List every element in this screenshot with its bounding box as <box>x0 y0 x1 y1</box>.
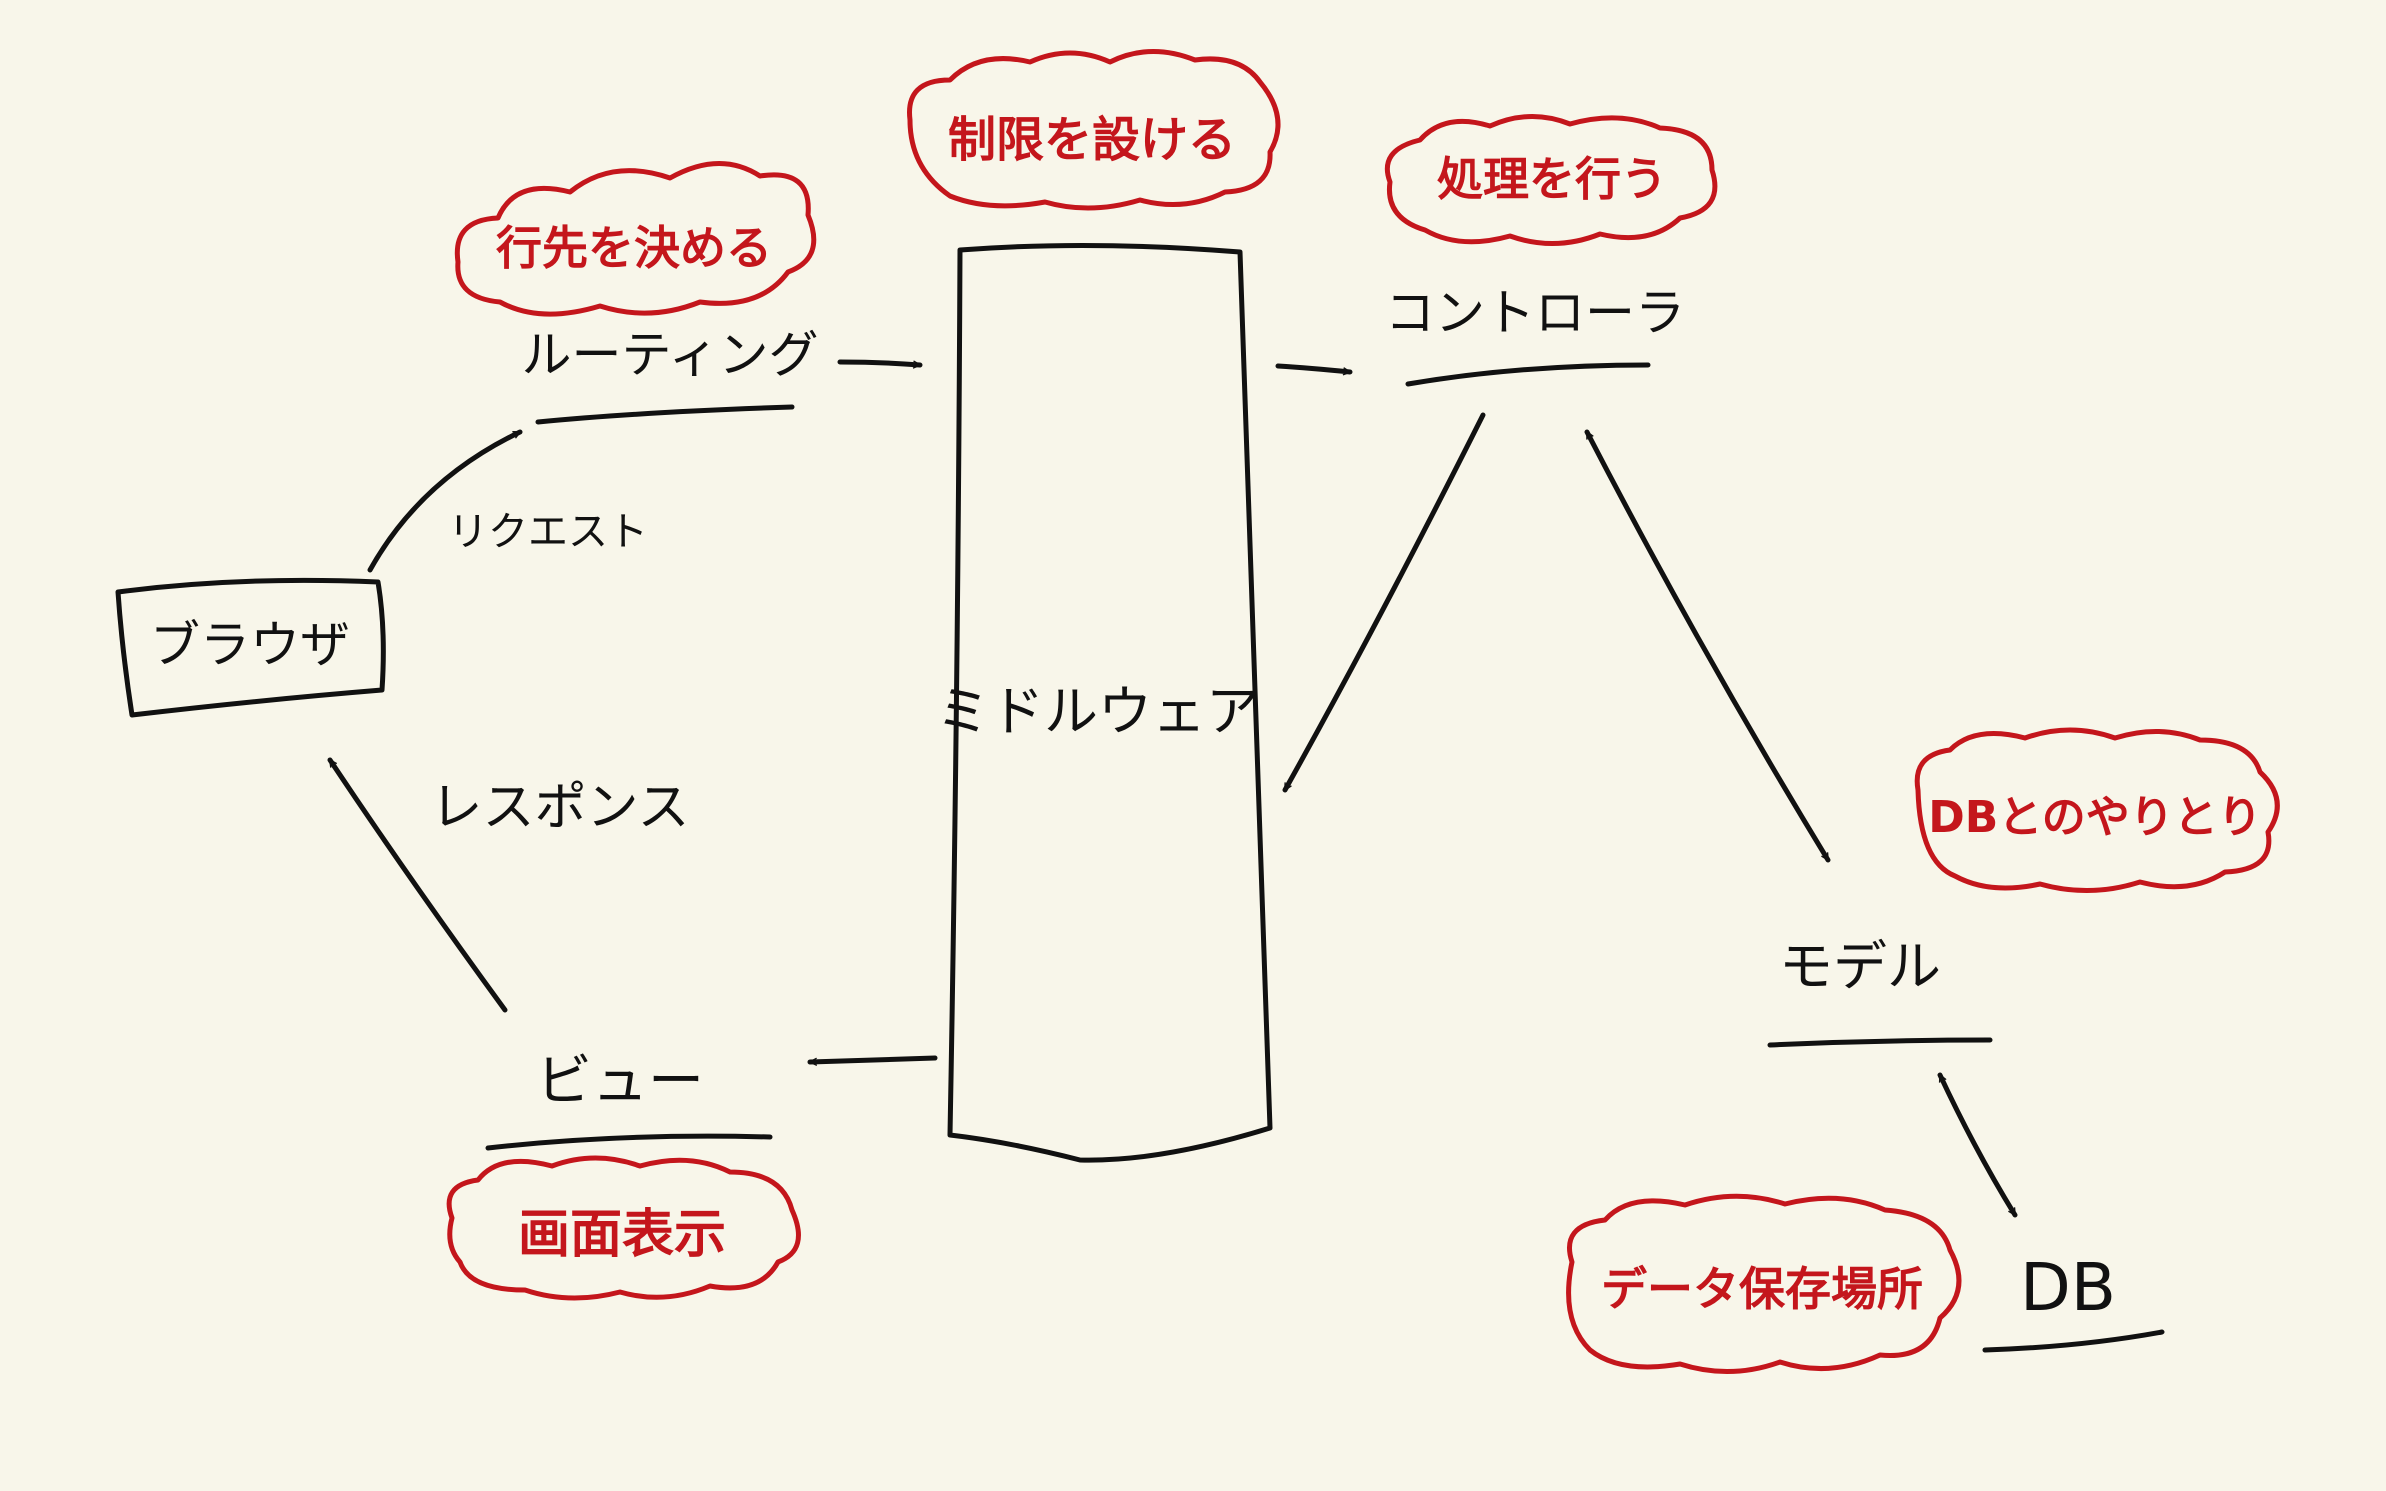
note-model-cloud <box>1914 727 2280 894</box>
note-middleware: 制限を設ける <box>907 49 1281 211</box>
db-label: DB <box>2020 1249 2116 1326</box>
note-view-text: 画面表示 <box>518 1205 726 1265</box>
routing-underline <box>535 404 795 425</box>
note-model: DBとのやりとり <box>1914 727 2280 894</box>
db-node: DB <box>1982 1249 2165 1353</box>
controller-node: コントローラ <box>1385 284 1685 387</box>
response-label: レスポンス <box>431 778 690 838</box>
routing-node: ルーティング <box>522 326 819 425</box>
note-model-text: DBとのやりとり <box>1928 792 2262 843</box>
view-underline <box>485 1133 773 1151</box>
view-node: ビュー <box>485 1049 773 1151</box>
controller-underline <box>1405 362 1651 387</box>
model-node: モデル <box>1767 935 1993 1048</box>
note-db: データ保存場所 <box>1566 1193 1962 1375</box>
note-middleware-cloud <box>907 49 1281 211</box>
note-controller: 処理を行う <box>1384 114 1718 246</box>
note-db-text: データ保存場所 <box>1601 1262 1923 1316</box>
middleware-box <box>947 242 1273 1163</box>
model-underline <box>1767 1037 1993 1048</box>
note-routing-cloud <box>454 161 817 317</box>
controller-label: コントローラ <box>1385 284 1685 342</box>
arrow-browser-to-routing <box>367 429 523 573</box>
note-view-cloud <box>446 1155 801 1301</box>
note-middleware-text: 制限を設ける <box>948 112 1236 168</box>
arrow-routing-to-middleware <box>837 359 923 365</box>
request-label: リクエスト <box>448 509 648 555</box>
note-routing-text: 行先を決める <box>496 221 772 275</box>
arrow-middleware-to-view <box>807 1055 938 1062</box>
arrow-controller-to-middleware <box>1282 412 1486 793</box>
routing-label: ルーティング <box>522 326 819 384</box>
note-controller-cloud <box>1384 114 1718 246</box>
note-view: 画面表示 <box>446 1155 801 1301</box>
model-label: モデル <box>1779 935 1941 998</box>
arrows <box>327 359 2018 1218</box>
note-controller-text: 処理を行う <box>1437 152 1667 206</box>
arrow-middleware-to-controller <box>1275 363 1353 372</box>
middleware-node: ミドルウェア <box>936 242 1273 1163</box>
view-label: ビュー <box>536 1049 704 1114</box>
arrow-model-db <box>1937 1072 2018 1218</box>
browser-label: ブラウザ <box>150 616 350 674</box>
middleware-label: ミドルウェア <box>936 680 1260 743</box>
browser-node: ブラウザ <box>115 577 386 718</box>
browser-box <box>115 577 386 718</box>
arrow-view-to-browser <box>327 757 508 1013</box>
arrow-controller-model <box>1584 429 1831 863</box>
note-routing: 行先を決める <box>454 161 817 317</box>
db-underline <box>1982 1329 2165 1353</box>
note-db-cloud <box>1566 1193 1962 1375</box>
